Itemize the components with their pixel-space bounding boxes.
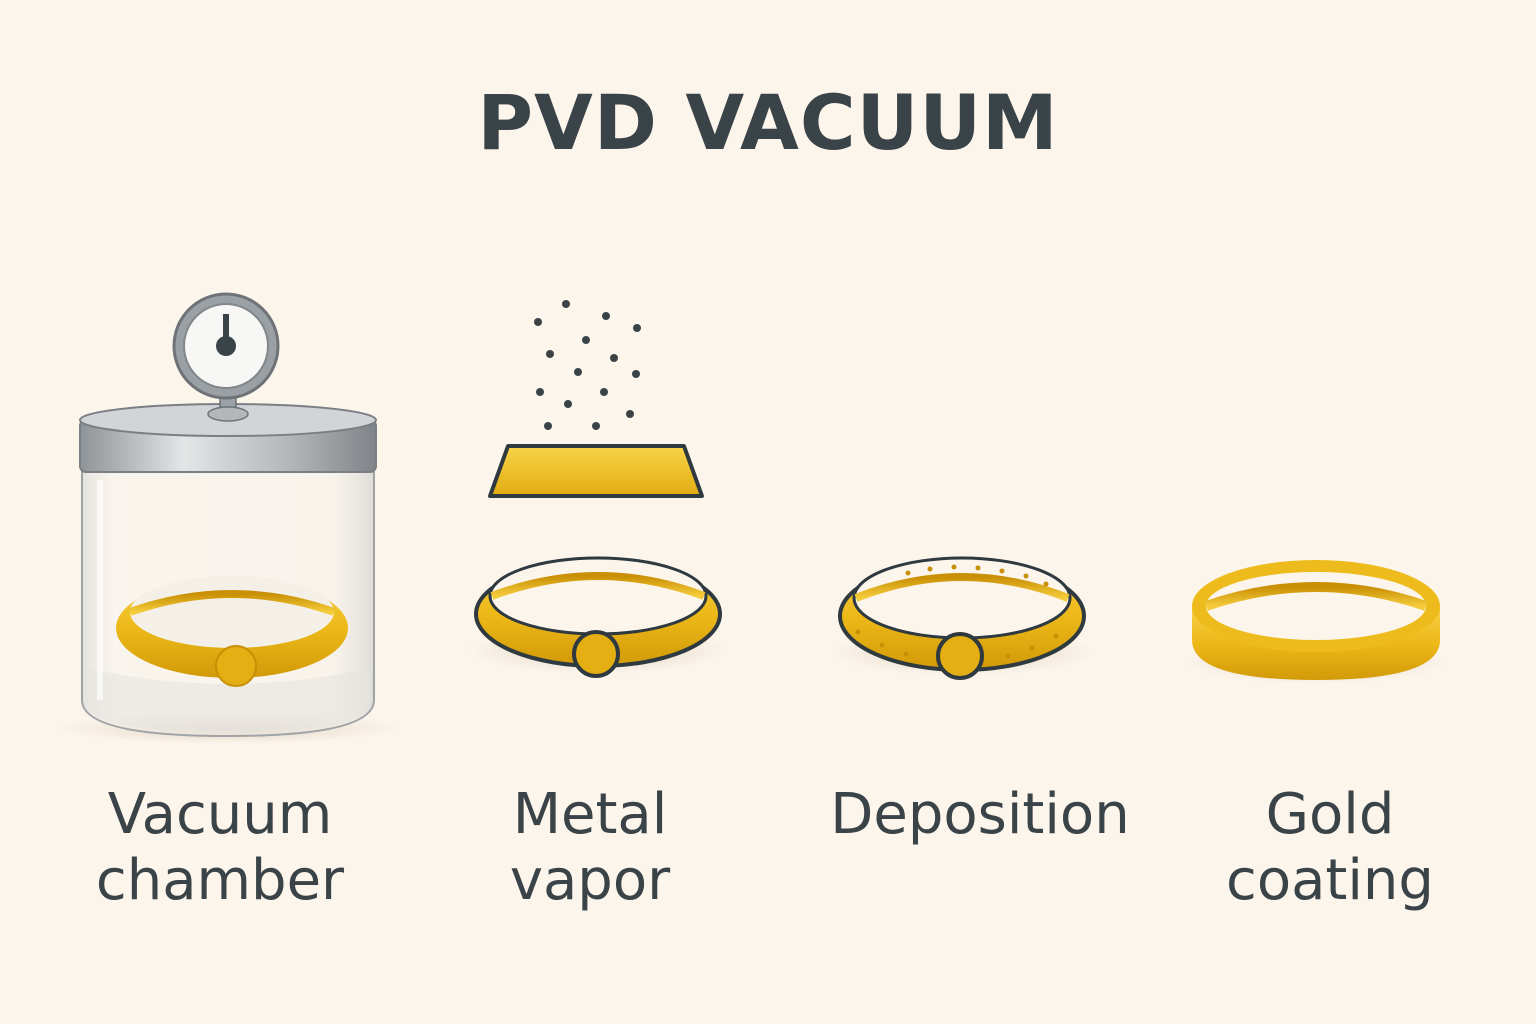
- label-line: Metal: [440, 782, 740, 848]
- label-line: chamber: [60, 848, 380, 914]
- deposition-ring-icon: [830, 558, 1094, 678]
- vapor-particles: [534, 300, 641, 430]
- label-metal-vapor: Metal vapor: [440, 782, 740, 914]
- gold-ring-icon: [1184, 560, 1448, 684]
- label-gold-coating: Gold coating: [1180, 782, 1480, 914]
- label-vacuum-chamber: Vacuum chamber: [60, 782, 380, 914]
- metal-vapor-icon: [468, 300, 728, 676]
- vacuum-chamber-icon: [58, 294, 398, 744]
- label-line: Deposition: [800, 782, 1160, 848]
- label-line: coating: [1180, 848, 1480, 914]
- label-line: vapor: [440, 848, 740, 914]
- label-line: Gold: [1180, 782, 1480, 848]
- label-line: Vacuum: [60, 782, 380, 848]
- label-deposition: Deposition: [800, 782, 1160, 848]
